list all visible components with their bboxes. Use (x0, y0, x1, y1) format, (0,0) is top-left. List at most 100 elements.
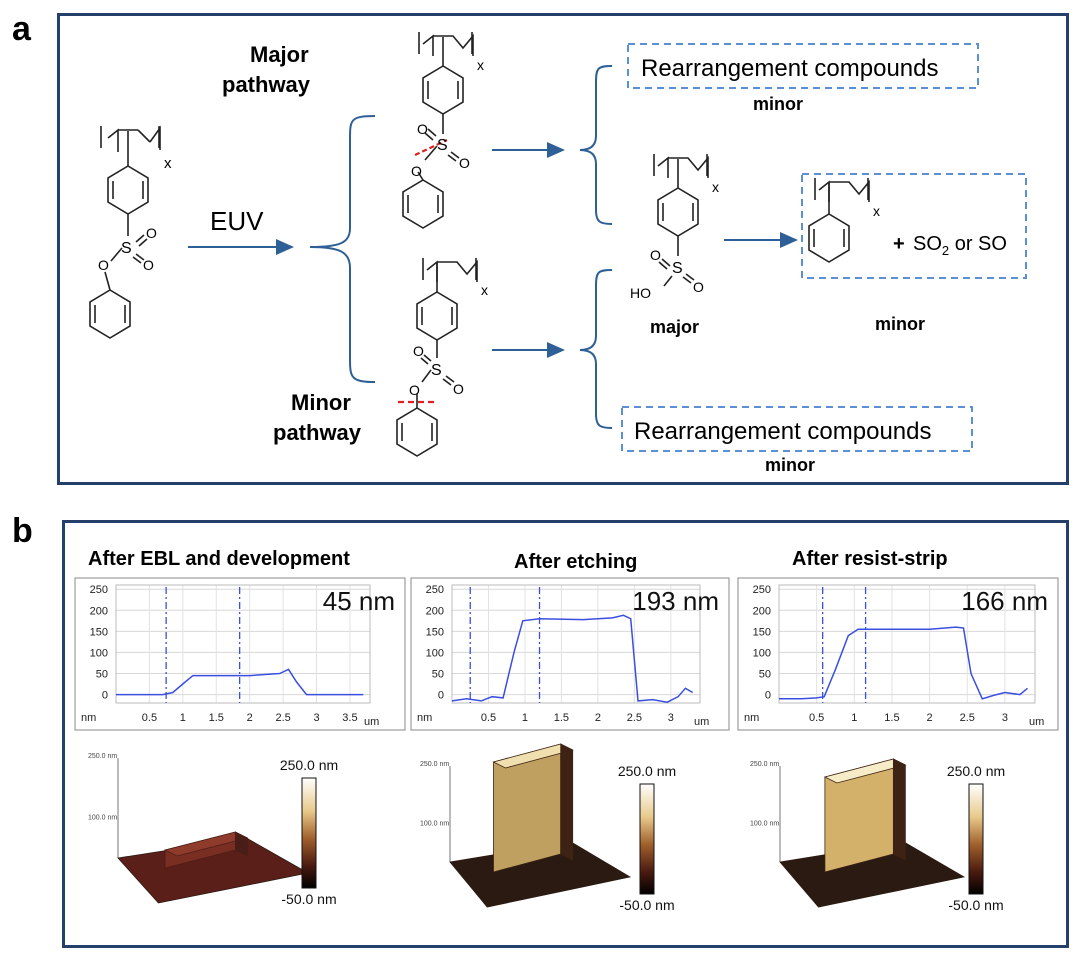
major-molecule (402, 32, 474, 229)
brace-minor (579, 269, 613, 429)
brace-major (579, 65, 613, 225)
rearrangement-bottom-box (621, 406, 973, 452)
step-height-label: 193 nm (632, 586, 719, 616)
height-profile-line (116, 668, 364, 696)
o-atom-1b: O (143, 257, 154, 273)
y-tick-label: 150 (753, 626, 771, 638)
height-profile-line (451, 614, 694, 703)
y-tick-label: 250 (90, 584, 108, 596)
rearrangement-bottom: Rearrangement compounds (634, 418, 932, 445)
x-tick-label: 3 (668, 712, 674, 724)
y-tick-label: 50 (96, 669, 108, 681)
profile-frame (410, 577, 730, 731)
major-label-2: pathway (222, 72, 311, 97)
sub-x-1: x (164, 155, 172, 172)
hydroxyl-label: HO (630, 285, 651, 301)
y-tick-label: 150 (90, 626, 108, 638)
s-atom-2: S (437, 137, 448, 154)
step-height-label: 45 nm (323, 586, 395, 616)
x-tick-label: 1 (180, 712, 186, 724)
o-atom-5c: O (409, 382, 420, 398)
height-profile-line (779, 626, 1028, 700)
x-tick-label: 3 (313, 712, 319, 724)
plot-area (115, 584, 371, 704)
o-atom-3a: O (650, 247, 661, 263)
plot-area (778, 584, 1036, 704)
afm-scale-min: -50.0 nm (948, 897, 1003, 913)
panel-b-letter: b (12, 512, 33, 550)
x-unit: um (1029, 716, 1044, 728)
afm-feature-side (560, 743, 574, 861)
x-tick-label: 1.5 (209, 712, 224, 724)
x-tick-label: 2.5 (960, 712, 975, 724)
sub-x-5: x (481, 282, 488, 298)
gas-so2: SO2 or SO (913, 233, 1007, 258)
o-atom-3b: O (693, 279, 704, 295)
x-tick-label: 0.5 (142, 712, 157, 724)
y-tick-label: 50 (432, 669, 444, 681)
panel-a-frame (57, 13, 1069, 485)
afm-scale-min: -50.0 nm (281, 891, 336, 907)
gas-plus: + (893, 233, 905, 255)
y-tick-label: 0 (765, 690, 771, 702)
y-tick-label: 100 (426, 647, 444, 659)
y-unit: nm (744, 712, 759, 724)
o-atom-5a: O (413, 343, 424, 359)
x-tick-label: 2.5 (275, 712, 290, 724)
y-unit: nm (417, 712, 432, 724)
x-tick-label: 2 (247, 712, 253, 724)
afm-color-scale (968, 783, 984, 895)
cleavage-major (414, 139, 448, 156)
y-tick-label: 250 (426, 584, 444, 596)
profile-title-2: After etching (514, 551, 638, 573)
x-unit: um (364, 716, 379, 728)
panel-a-letter: a (12, 10, 31, 48)
y-tick-label: 150 (426, 626, 444, 638)
rearrangement-bottom-tag: minor (765, 455, 815, 475)
rearrangement-top-tag: minor (753, 94, 803, 114)
afm-scale-max: 250.0 nm (618, 763, 676, 779)
major-label-1: Major (250, 42, 309, 67)
afm-z-mid-label: 100.0 nm (88, 815, 117, 822)
profile-title-1: After EBL and development (88, 548, 350, 570)
afm-z-top-label: 250.0 nm (88, 753, 117, 760)
afm-z-mid-label: 100.0 nm (750, 820, 779, 827)
o-atom-2b: O (459, 155, 470, 171)
branch-brace (309, 115, 376, 383)
o-atom-2a: O (417, 121, 428, 137)
rearrangement-top: Rearrangement compounds (641, 55, 939, 82)
y-tick-label: 200 (753, 605, 771, 617)
afm-feature-side (234, 831, 248, 857)
x-tick-label: 2.5 (627, 712, 642, 724)
x-tick-label: 1.5 (554, 712, 569, 724)
x-tick-label: 2 (595, 712, 601, 724)
o-atom-2c: O (411, 163, 422, 179)
y-unit: nm (81, 712, 96, 724)
o-atom-1c: O (98, 257, 109, 273)
y-tick-label: 100 (753, 647, 771, 659)
minor-label-1: Minor (291, 390, 351, 415)
afm-color-scale (639, 783, 655, 895)
y-tick-label: 0 (438, 690, 444, 702)
starting-polymer (89, 125, 161, 339)
polystyrene-box (801, 173, 1027, 279)
o-atom-1a: O (146, 225, 157, 241)
step-height-label: 166 nm (961, 586, 1048, 616)
x-tick-label: 3 (1002, 712, 1008, 724)
x-tick-label: 1 (851, 712, 857, 724)
x-tick-label: 1.5 (884, 712, 899, 724)
s-atom-5: S (431, 362, 442, 379)
profile-title-3: After resist-strip (792, 548, 948, 570)
afm-scale-min: -50.0 nm (619, 897, 674, 913)
x-tick-label: 2 (927, 712, 933, 724)
plot-area (451, 584, 701, 704)
afm-scale-max: 250.0 nm (947, 763, 1005, 779)
sulfonic-acid-tag: major (650, 317, 699, 337)
y-tick-label: 0 (102, 690, 108, 702)
afm-z-top-label: 250.0 nm (420, 761, 449, 768)
